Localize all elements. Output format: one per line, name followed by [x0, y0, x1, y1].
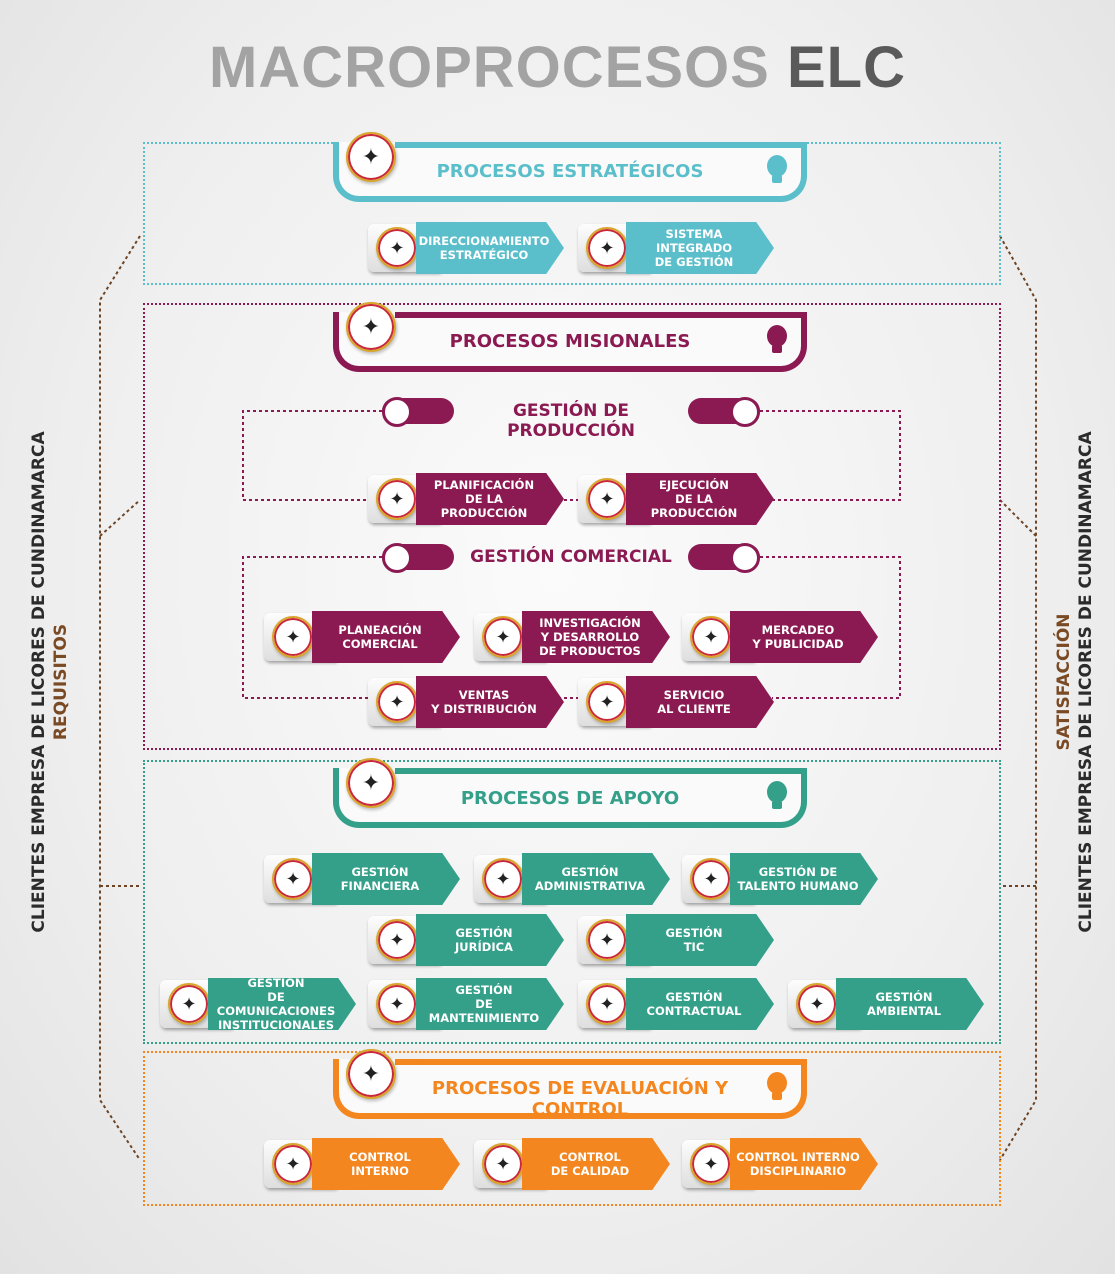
- process-item-label: GESTIÓN JURÍDICA: [416, 914, 564, 966]
- process-item-label: DIRECCIONAMIENTO ESTRATÉGICO: [416, 222, 564, 274]
- process-item-label: GESTIÓN DE TALENTO HUMANO: [730, 853, 878, 905]
- process-item[interactable]: ✦GESTIÓN DE COMUNICACIONES INSTITUCIONAL…: [160, 978, 356, 1030]
- misionales-header-top: [395, 312, 807, 318]
- evaluacion-header-top: [395, 1059, 807, 1065]
- company-seal-icon: ✦: [376, 227, 418, 269]
- process-item-label: GESTIÓN FINANCIERA: [312, 853, 460, 905]
- process-item-label: GESTIÓN TIC: [626, 914, 774, 966]
- company-seal-icon: ✦: [346, 302, 396, 352]
- misionales-label: PROCESOS MISIONALES: [449, 331, 691, 352]
- process-item[interactable]: ✦MERCADEO Y PUBLICIDAD: [682, 611, 878, 663]
- process-item[interactable]: ✦INVESTIGACIÓN Y DESARROLLO DE PRODUCTOS: [474, 611, 670, 663]
- company-seal-icon: ✦: [690, 616, 732, 658]
- company-seal-icon: ✦: [376, 983, 418, 1025]
- process-item-label: VENTAS Y DISTRIBUCIÓN: [416, 676, 564, 728]
- process-item-label: MERCADEO Y PUBLICIDAD: [730, 611, 878, 663]
- process-item[interactable]: ✦CONTROL INTERNO: [264, 1138, 460, 1190]
- company-seal-icon: ✦: [376, 681, 418, 723]
- lightbulb-icon: [767, 1072, 787, 1100]
- estrategicos-header: [333, 142, 807, 202]
- company-seal-icon: ✦: [482, 616, 524, 658]
- process-item[interactable]: ✦EJECUCIÓN DE LA PRODUCCIÓN: [578, 473, 774, 525]
- process-item-label: INVESTIGACIÓN Y DESARROLLO DE PRODUCTOS: [522, 611, 670, 663]
- process-item-label: CONTROL DE CALIDAD: [522, 1138, 670, 1190]
- company-seal-icon: ✦: [272, 858, 314, 900]
- process-item-label: EJECUCIÓN DE LA PRODUCCIÓN: [626, 473, 774, 525]
- produccion-toggle-right: [688, 397, 760, 427]
- company-seal-icon: ✦: [482, 858, 524, 900]
- company-seal-icon: ✦: [586, 681, 628, 723]
- process-item[interactable]: ✦CONTROL DE CALIDAD: [474, 1138, 670, 1190]
- misionales-box: [143, 303, 1001, 750]
- process-item[interactable]: ✦GESTIÓN FINANCIERA: [264, 853, 460, 905]
- process-item[interactable]: ✦GESTIÓN AMBIENTAL: [788, 978, 984, 1030]
- process-item[interactable]: ✦SISTEMA INTEGRADO DE GESTIÓN: [578, 222, 774, 274]
- process-item[interactable]: ✦VENTAS Y DISTRIBUCIÓN: [368, 676, 564, 728]
- company-seal-icon: ✦: [168, 983, 210, 1025]
- process-item[interactable]: ✦GESTIÓN TIC: [578, 914, 774, 966]
- comercial-toggle-right: [688, 543, 760, 573]
- process-item[interactable]: ✦DIRECCIONAMIENTO ESTRATÉGICO: [368, 222, 564, 274]
- company-seal-icon: ✦: [376, 478, 418, 520]
- comercial-toggle-left: [382, 543, 454, 573]
- process-item[interactable]: ✦GESTIÓN CONTRACTUAL: [578, 978, 774, 1030]
- apoyo-label: PROCESOS DE APOYO: [460, 788, 680, 809]
- lightbulb-icon: [767, 781, 787, 809]
- lightbulb-icon: [767, 325, 787, 353]
- apoyo-header-top: [395, 768, 807, 774]
- company-seal-icon: ✦: [376, 919, 418, 961]
- company-seal-icon: ✦: [796, 983, 838, 1025]
- company-seal-icon: ✦: [690, 1143, 732, 1185]
- evaluacion-box: [143, 1051, 1001, 1206]
- process-item[interactable]: ✦GESTIÓN ADMINISTRATIVA: [474, 853, 670, 905]
- evaluacion-header: [333, 1059, 807, 1119]
- produccion-toggle-left: [382, 397, 454, 427]
- process-item-label: PLANIFICACIÓN DE LA PRODUCCIÓN: [416, 473, 564, 525]
- process-item-label: SISTEMA INTEGRADO DE GESTIÓN: [626, 222, 774, 274]
- process-item[interactable]: ✦PLANEACIÓN COMERCIAL: [264, 611, 460, 663]
- company-seal-icon: ✦: [346, 1049, 396, 1099]
- title-part2: ELC: [786, 35, 906, 100]
- company-seal-icon: ✦: [586, 983, 628, 1025]
- comercial-label: GESTIÓN COMERCIAL: [470, 547, 672, 567]
- misionales-header: [333, 312, 807, 372]
- page-title: MACROPROCESOS ELC: [0, 34, 1115, 101]
- apoyo-header: [333, 768, 807, 828]
- evaluacion-label: PROCESOS DE EVALUACIÓN Y CONTROL: [431, 1078, 729, 1120]
- produccion-label: GESTIÓN DE PRODUCCIÓN: [507, 401, 635, 441]
- process-item[interactable]: ✦GESTIÓN JURÍDICA: [368, 914, 564, 966]
- process-item-label: CONTROL INTERNO DISCIPLINARIO: [730, 1138, 878, 1190]
- company-seal-icon: ✦: [482, 1143, 524, 1185]
- estrategicos-header-top: [395, 142, 807, 148]
- process-item-label: SERVICIO AL CLIENTE: [626, 676, 774, 728]
- company-seal-icon: ✦: [586, 478, 628, 520]
- process-item[interactable]: ✦SERVICIO AL CLIENTE: [578, 676, 774, 728]
- company-seal-icon: ✦: [346, 758, 396, 808]
- company-seal-icon: ✦: [586, 227, 628, 269]
- process-item[interactable]: ✦GESTIÓN DE MANTENIMIENTO: [368, 978, 564, 1030]
- company-seal-icon: ✦: [272, 616, 314, 658]
- title-part1: MACROPROCESOS: [209, 35, 770, 100]
- company-seal-icon: ✦: [586, 919, 628, 961]
- lightbulb-icon: [767, 155, 787, 183]
- process-item[interactable]: ✦GESTIÓN DE TALENTO HUMANO: [682, 853, 878, 905]
- company-seal-icon: ✦: [346, 132, 396, 182]
- process-item-label: GESTIÓN AMBIENTAL: [836, 978, 984, 1030]
- process-item-label: CONTROL INTERNO: [312, 1138, 460, 1190]
- apoyo-box: [143, 760, 1001, 1044]
- estrategicos-label: PROCESOS ESTRATÉGICOS: [436, 161, 704, 182]
- process-item-label: GESTIÓN DE MANTENIMIENTO: [416, 978, 564, 1030]
- process-item-label: GESTIÓN CONTRACTUAL: [626, 978, 774, 1030]
- company-seal-icon: ✦: [690, 858, 732, 900]
- company-seal-icon: ✦: [272, 1143, 314, 1185]
- process-item-label: PLANEACIÓN COMERCIAL: [312, 611, 460, 663]
- process-item[interactable]: ✦PLANIFICACIÓN DE LA PRODUCCIÓN: [368, 473, 564, 525]
- process-item-label: GESTIÓN DE COMUNICACIONES INSTITUCIONALE…: [208, 978, 356, 1030]
- process-item-label: GESTIÓN ADMINISTRATIVA: [522, 853, 670, 905]
- process-item[interactable]: ✦CONTROL INTERNO DISCIPLINARIO: [682, 1138, 878, 1190]
